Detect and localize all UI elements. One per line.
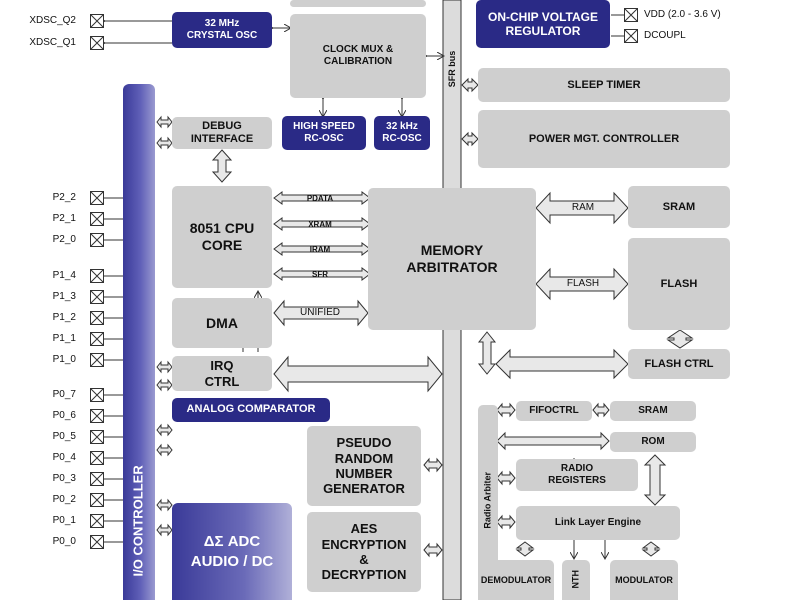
pin-label-xdsc-q2: XDSC_Q2 — [29, 15, 76, 26]
pin-box-port0-1 — [90, 409, 104, 423]
sfr-bus-label: SFR bus — [447, 50, 457, 88]
bus-label-xram: XRAM — [308, 220, 332, 229]
analog-comparator-block: ANALOG COMPARATOR — [172, 398, 330, 422]
bus-label-iram: IRAM — [309, 245, 331, 254]
fifoctrl-block: FIFOCTRL — [516, 401, 592, 421]
voltage-regulator-block: ON-CHIP VOLTAGE REGULATOR — [476, 0, 610, 48]
pin-label-port0-6: P0_1 — [52, 515, 76, 526]
io-controller-label: I/O CONTROLLER — [130, 465, 146, 577]
pin-label-port0-5: P0_2 — [52, 494, 76, 505]
demodulator-block: DEMODULATOR — [478, 560, 554, 600]
sleep-timer-block: SLEEP TIMER — [478, 68, 730, 102]
pin-box-xdsc-q1 — [90, 36, 104, 50]
pin-box-port0-7 — [90, 535, 104, 549]
sram-main-block: SRAM — [628, 186, 730, 228]
pin-box-port1-0 — [90, 269, 104, 283]
radio-registers-block: RADIO REGISTERS — [516, 459, 638, 491]
pin-box-dcoupl — [624, 29, 638, 43]
crystal-osc-block: 32 MHz CRYSTAL OSC — [172, 12, 272, 48]
pin-box-port1-2 — [90, 311, 104, 325]
pin-label-port1-1: P1_3 — [52, 291, 76, 302]
clock-mux-block: CLOCK MUX & CALIBRATION — [290, 14, 426, 98]
pin-label-port1-2: P1_2 — [52, 312, 76, 323]
memory-arbitrator-block: MEMORY ARBITRATOR — [368, 188, 536, 330]
pin-box-port1-1 — [90, 290, 104, 304]
flash-main-block: FLASH — [628, 238, 730, 330]
power-mgt-controller-block: POWER MGT. CONTROLLER — [478, 110, 730, 168]
bus-label-ram: RAM — [571, 202, 595, 213]
pin-label-port2-2: P2_0 — [52, 234, 76, 245]
radio-arbiter-block: Radio Arbiter — [478, 405, 498, 600]
pin-label-dcoupl: DCOUPL — [644, 30, 686, 41]
debug-interface-block: DEBUG INTERFACE — [172, 117, 272, 149]
irq-ctrl-block: IRQ CTRL — [172, 356, 272, 391]
sram-radio-block: SRAM — [610, 401, 696, 421]
pin-box-port0-2 — [90, 430, 104, 444]
pin-label-port0-7: P0_0 — [52, 536, 76, 547]
pin-label-xdsc-q1: XDSC_Q1 — [29, 37, 76, 48]
pin-box-port0-4 — [90, 472, 104, 486]
pin-box-port2-0 — [90, 191, 104, 205]
link-layer-engine-block: Link Layer Engine — [516, 506, 680, 540]
bus-label-flash: FLASH — [566, 278, 600, 289]
dma-block: DMA — [172, 298, 272, 348]
rc-32k-osc-block: 32 kHz RC-OSC — [374, 116, 430, 150]
io-controller-block: I/O CONTROLLER — [123, 84, 155, 600]
pin-label-port2-0: P2_2 — [52, 192, 76, 203]
pin-box-port0-6 — [90, 514, 104, 528]
synth-partial-block: NTH — [562, 560, 590, 600]
pin-label-port0-2: P0_5 — [52, 431, 76, 442]
pin-label-port0-0: P0_7 — [52, 389, 76, 400]
pin-box-port0-3 — [90, 451, 104, 465]
cpu-core-block: 8051 CPU CORE — [172, 186, 272, 288]
prng-block: PSEUDO RANDOM NUMBER GENERATOR — [307, 426, 421, 506]
pin-label-port1-3: P1_1 — [52, 333, 76, 344]
pin-box-port1-4 — [90, 353, 104, 367]
high-speed-rc-osc-block: HIGH SPEED RC-OSC — [282, 116, 366, 150]
adc-block: ΔΣ ADC AUDIO / DC — [172, 503, 292, 600]
pin-box-port0-5 — [90, 493, 104, 507]
pin-box-port2-2 — [90, 233, 104, 247]
pin-box-port1-3 — [90, 332, 104, 346]
rom-block: ROM — [610, 432, 696, 452]
flash-ctrl-block: FLASH CTRL — [628, 349, 730, 379]
synth-partial-label: NTH — [570, 570, 581, 589]
pin-label-port0-1: P0_6 — [52, 410, 76, 421]
pin-label-port1-0: P1_4 — [52, 270, 76, 281]
pin-label-port1-4: P1_0 — [52, 354, 76, 365]
pin-label-vdd: VDD (2.0 - 3.6 V) — [644, 9, 721, 20]
bus-label-unified: UNIFIED — [300, 307, 340, 318]
pin-box-port0-0 — [90, 388, 104, 402]
pin-box-port2-1 — [90, 212, 104, 226]
pin-box-vdd — [624, 8, 638, 22]
pin-box-xdsc-q2 — [90, 14, 104, 28]
pin-label-port0-4: P0_3 — [52, 473, 76, 484]
pin-label-port2-1: P2_1 — [52, 213, 76, 224]
pin-label-port0-3: P0_4 — [52, 452, 76, 463]
bus-label-sfr: SFR — [312, 270, 328, 279]
modulator-block: MODULATOR — [610, 560, 678, 600]
aes-block: AES ENCRYPTION & DECRYPTION — [307, 512, 421, 592]
top-partial-block — [290, 0, 426, 7]
radio-arbiter-label: Radio Arbiter — [482, 471, 493, 529]
bus-label-pdata: PDATA — [306, 194, 334, 203]
